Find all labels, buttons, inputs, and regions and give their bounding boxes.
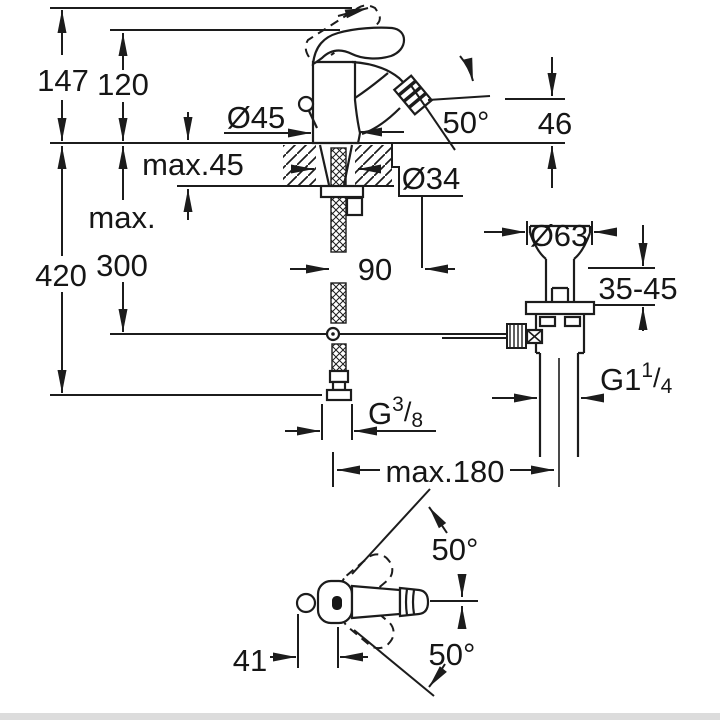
g1-sup: 1 xyxy=(641,359,653,382)
pop-up-waste-assembly xyxy=(506,224,596,487)
bottom-edge-strip xyxy=(0,713,720,720)
pop-up-rod xyxy=(110,326,506,342)
lever-handle xyxy=(311,26,406,66)
dim-label-46: 46 xyxy=(538,106,572,141)
faucet-side-view xyxy=(297,4,434,145)
dim-label-max45: max.45 xyxy=(142,147,244,182)
handle-top-view: 50° 50° 41 xyxy=(233,488,479,697)
angle-label-handle-up-50: 50° xyxy=(432,532,479,567)
dim-label-g-three-eighths: G3/8 xyxy=(368,393,423,432)
handle-knob-top-view xyxy=(295,592,317,614)
dim-label-420: 420 xyxy=(35,258,87,293)
supply-hose-and-shank xyxy=(318,144,365,402)
g1-main: G1 xyxy=(600,362,641,397)
faucet-body xyxy=(311,60,362,145)
angle-label-handle-down-50: 50° xyxy=(429,637,476,672)
handle-cap-slot xyxy=(332,596,342,610)
g38-slash: / xyxy=(404,397,412,427)
dim-label-120: 120 xyxy=(97,67,149,102)
dim-label-90: 90 xyxy=(358,252,392,287)
pop-up-knob xyxy=(297,95,315,113)
aerator-outlet xyxy=(392,74,434,116)
g1-slash: / xyxy=(653,363,661,393)
dim-label-g1-quarter: G11/4 xyxy=(600,359,673,398)
seal-flange xyxy=(524,300,596,316)
dim-label-300: 300 xyxy=(96,248,148,283)
dim-label-diameter34: Ø34 xyxy=(402,161,461,196)
handle-raised-dashed xyxy=(304,4,381,58)
g38-hose-nut xyxy=(325,388,353,402)
dim-label-diameter45: Ø45 xyxy=(227,100,286,135)
g38-sup: 3 xyxy=(392,393,404,416)
rod-adjuster-knob xyxy=(506,323,527,349)
reference-lines xyxy=(50,7,655,487)
dim-label-41: 41 xyxy=(233,643,267,678)
dim-label-max180: max.180 xyxy=(386,454,505,489)
dim-label-35-45: 35-45 xyxy=(598,271,677,306)
g1-sub: 4 xyxy=(661,375,673,398)
g38-main: G xyxy=(368,396,392,431)
angle-label-aerator-50: 50° xyxy=(443,105,490,140)
dim-label-147: 147 xyxy=(37,63,89,98)
dim-label-diameter63: Ø63 xyxy=(530,218,589,253)
dimension-annotations: 147 120 Ø45 50° 46 max.45 Ø34 max. 300 xyxy=(35,10,678,489)
g38-sub: 8 xyxy=(411,409,423,432)
dim-label-max-word: max. xyxy=(88,200,155,235)
handle-arm-top-view xyxy=(350,584,402,620)
